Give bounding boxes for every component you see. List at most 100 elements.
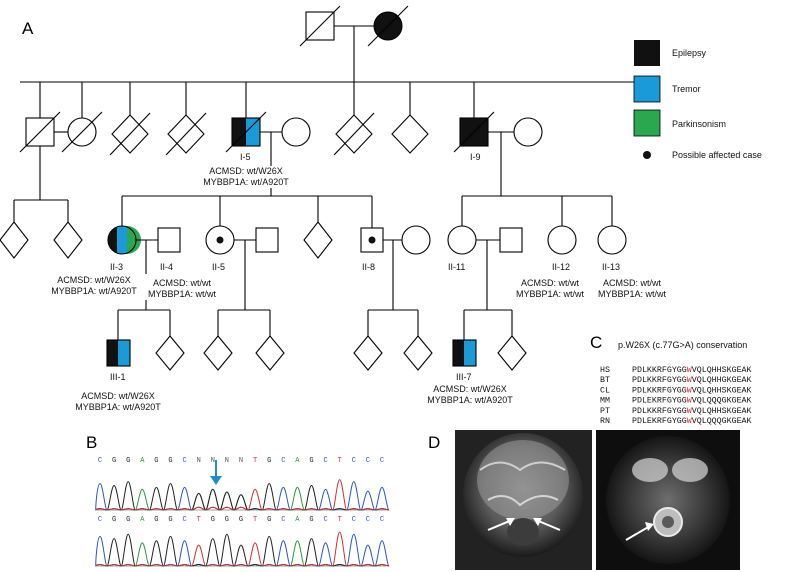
label-II-4: II-4 bbox=[160, 262, 173, 272]
base-call: C bbox=[182, 457, 186, 465]
control-trace-A bbox=[95, 540, 390, 567]
I-5-tremor-half bbox=[246, 118, 260, 146]
base-call: G bbox=[154, 457, 158, 465]
label-III-1: III-1 bbox=[110, 372, 126, 382]
label-I-5: I-5 bbox=[240, 152, 251, 162]
patient-trace-T bbox=[95, 479, 390, 511]
mri-coronal-cerebellum bbox=[507, 518, 539, 546]
child-unknown-sex bbox=[53, 221, 83, 259]
base-call: T bbox=[338, 457, 342, 465]
child-unknown-sex bbox=[0, 221, 29, 259]
III-7-acmsd: ACMSD: wt/W26X bbox=[433, 384, 507, 394]
child-unknown-sex bbox=[403, 335, 433, 371]
protein-sequence: PDLKKRFGYGGWVQLQHHSKGEAK bbox=[632, 386, 752, 395]
conserved-residue: W bbox=[687, 376, 692, 385]
I-9-spouse bbox=[513, 117, 543, 147]
base-call: G bbox=[112, 516, 116, 524]
label-II-12: II-12 bbox=[552, 262, 570, 272]
child-unknown-sex bbox=[255, 335, 285, 371]
base-call: C bbox=[380, 516, 384, 524]
species-label: CL bbox=[600, 386, 610, 395]
base-call: G bbox=[267, 457, 271, 465]
II-13-acmsd: ACMSD: wt/wt bbox=[603, 278, 662, 288]
III-7-symbol bbox=[452, 339, 477, 367]
II-11-spouse bbox=[499, 227, 523, 253]
base-call: C bbox=[281, 516, 285, 524]
label-II-5: II-5 bbox=[212, 262, 225, 272]
II-8-spouse bbox=[401, 225, 431, 255]
II-4-symbol bbox=[157, 227, 181, 253]
legend-epilepsy: Epilepsy bbox=[672, 48, 707, 58]
base-call: G bbox=[211, 516, 215, 524]
deceased-slash bbox=[109, 112, 151, 156]
base-call: T bbox=[253, 516, 257, 524]
patient-trace-A bbox=[95, 486, 390, 511]
base-call: N bbox=[197, 457, 201, 465]
base-call: C bbox=[366, 516, 370, 524]
base-call: C bbox=[352, 516, 356, 524]
species-label: RN bbox=[600, 417, 610, 426]
mri-arrow-axial-icon bbox=[625, 525, 651, 541]
legend-epilepsy-swatch bbox=[634, 40, 660, 66]
base-call: T bbox=[338, 516, 342, 524]
II-11-symbol bbox=[447, 225, 477, 255]
base-call: T bbox=[197, 516, 201, 524]
I-5-acmsd: ACMSD: wt/W26X bbox=[209, 166, 283, 176]
mri-axial-sinus bbox=[632, 458, 668, 482]
base-call: G bbox=[168, 457, 172, 465]
panel-label-c: C bbox=[590, 333, 602, 352]
II-3-acmsd: ACMSD: wt/W26X bbox=[57, 275, 131, 285]
legend: Epilepsy Tremor Parkinsonism Possible af… bbox=[633, 40, 762, 160]
II-12-symbol bbox=[547, 225, 577, 255]
protein-sequence: PDLEKRFGYGGWVQLQQQGKGEAK bbox=[632, 417, 752, 426]
conserved-residue: W bbox=[687, 386, 692, 395]
label-I-9: I-9 bbox=[470, 152, 481, 162]
control-trace-T bbox=[95, 531, 390, 567]
base-call: A bbox=[295, 457, 300, 465]
III-1-tremor-half bbox=[118, 340, 130, 366]
species-label: HS bbox=[600, 366, 610, 375]
II-4-mybbp1a: MYBBP1A: wt/wt bbox=[148, 289, 217, 299]
base-call: C bbox=[98, 457, 102, 465]
protein-sequence: PDLEKRFGYGGWVQLQQQGKGEAK bbox=[632, 397, 752, 406]
III-1-symbol bbox=[106, 339, 131, 367]
base-call: G bbox=[126, 457, 130, 465]
II-3-epilepsy-part bbox=[108, 226, 122, 254]
III-7-tremor-half bbox=[464, 340, 476, 366]
mri-axial-head bbox=[606, 436, 730, 564]
deceased-slash bbox=[367, 5, 409, 47]
mri-coronal-gyri bbox=[479, 461, 566, 472]
deceased-slash bbox=[299, 5, 341, 47]
label-II-11: II-11 bbox=[448, 262, 465, 272]
base-call: G bbox=[168, 516, 172, 524]
conservation-title: p.W26X (c.77G>A) conservation bbox=[618, 340, 747, 350]
label-II-3: II-3 bbox=[110, 262, 123, 272]
protein-sequence: PDLKKRFGYGGWVQLQHHGKGEAK bbox=[632, 376, 752, 385]
II-5-spouse bbox=[255, 227, 279, 253]
II-3-parkinsonism-part bbox=[127, 226, 141, 254]
mutation-arrow-icon bbox=[210, 476, 222, 485]
mri-axial-sinus bbox=[672, 458, 708, 482]
base-call: C bbox=[323, 457, 327, 465]
mri-coronal-brain bbox=[477, 440, 569, 520]
mri-axial-lesion bbox=[662, 516, 674, 528]
III-1-mybbp1a: MYBBP1A: wt/A920T bbox=[75, 402, 161, 412]
conserved-residue: W bbox=[687, 407, 692, 416]
base-call: C bbox=[182, 516, 186, 524]
base-call: G bbox=[154, 516, 158, 524]
label-II-13: II-13 bbox=[602, 262, 620, 272]
mri-arrowhead bbox=[645, 522, 654, 531]
species-label: PT bbox=[600, 407, 610, 416]
base-call: A bbox=[295, 516, 300, 524]
base-call: C bbox=[352, 457, 356, 465]
base-call: C bbox=[380, 457, 384, 465]
base-call: G bbox=[239, 516, 243, 524]
base-call: G bbox=[126, 516, 130, 524]
panel-label-a: A bbox=[22, 19, 34, 38]
base-call: A bbox=[140, 457, 145, 465]
child-unknown-sex bbox=[353, 335, 383, 371]
panel-label-b: B bbox=[86, 433, 97, 452]
child-unknown-sex bbox=[497, 335, 527, 371]
mri-arrowhead bbox=[533, 518, 542, 526]
